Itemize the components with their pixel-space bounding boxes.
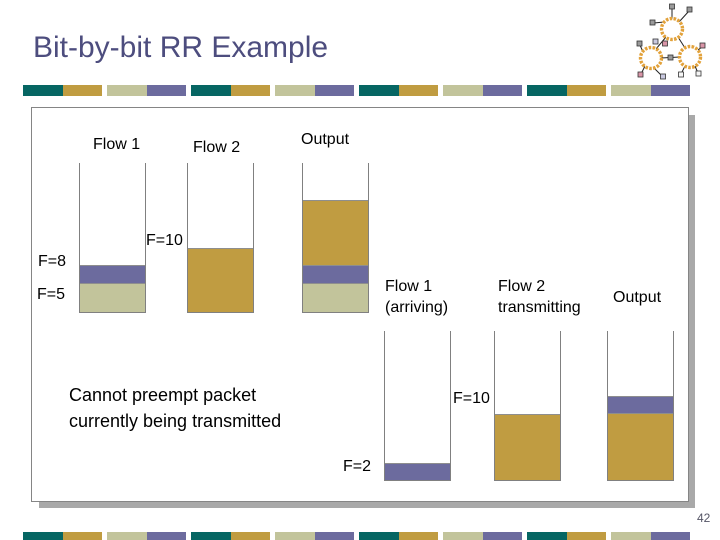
band-stripe-teal xyxy=(359,85,399,96)
stage1-flow1-queue xyxy=(79,163,146,313)
stage1-output-label: Output xyxy=(301,131,350,148)
packet-gold xyxy=(608,413,673,480)
stage2-f10-annotation: F=10 xyxy=(453,390,490,407)
content-panel: Flow 1 Flow 2 Output F=10 F=8 F=5 Flow 1… xyxy=(31,107,689,502)
band-stripe-beige xyxy=(443,532,483,540)
band-stripe-teal xyxy=(527,532,567,540)
band-stripe-beige xyxy=(275,85,315,96)
band-stripe-purple xyxy=(650,532,690,540)
packet-beige xyxy=(80,283,145,312)
band-stripe-beige xyxy=(443,85,483,96)
stage2-flow2-label-line2: transmitting xyxy=(498,299,581,316)
bottom-color-band xyxy=(23,532,691,540)
band-stripe-beige xyxy=(275,532,315,540)
stage1-flow2-queue xyxy=(187,163,254,313)
band-stripe-teal xyxy=(23,85,63,96)
stage1-f5-annotation: F=5 xyxy=(37,286,66,303)
band-stripe-gold xyxy=(566,85,606,96)
stage1-flow1-label: Flow 1 xyxy=(93,136,141,153)
stage2-flow1-queue xyxy=(384,331,451,481)
note-line1: Cannot preempt packet xyxy=(69,385,257,405)
packet-gold xyxy=(303,200,368,265)
stage2-flow1-label: Flow 1 (arriving) xyxy=(385,276,448,318)
band-stripe-purple xyxy=(146,85,186,96)
packet-purple xyxy=(303,265,368,283)
packet-purple xyxy=(80,265,145,283)
note-line2: currently being transmitted xyxy=(69,411,282,431)
band-stripe-gold xyxy=(398,85,438,96)
band-stripe-beige xyxy=(611,85,651,96)
network-diagram-icon xyxy=(636,3,706,80)
band-stripe-gold xyxy=(230,532,270,540)
band-stripe-gold xyxy=(398,532,438,540)
band-stripe-teal xyxy=(191,85,231,96)
stage2-flow2-label-line1: Flow 2 xyxy=(498,278,546,295)
band-stripe-gold xyxy=(62,532,102,540)
stage2-flow2-label: Flow 2 transmitting xyxy=(498,276,581,318)
band-stripe-gold xyxy=(62,85,102,96)
stage2-f2-annotation: F=2 xyxy=(343,458,372,475)
band-stripe-gold xyxy=(230,85,270,96)
band-stripe-purple xyxy=(314,85,354,96)
band-stripe-teal xyxy=(23,532,63,540)
band-stripe-purple xyxy=(482,85,522,96)
stage2-flow2-queue xyxy=(494,331,561,481)
stage1-flow2-label: Flow 2 xyxy=(193,139,241,156)
band-stripe-teal xyxy=(359,532,399,540)
note-text: Cannot preempt packet currently being tr… xyxy=(69,382,281,434)
page-title: Bit-by-bit RR Example xyxy=(33,31,329,64)
band-stripe-beige xyxy=(107,532,147,540)
band-stripe-beige xyxy=(611,532,651,540)
packet-purple xyxy=(608,396,673,413)
packet-purple xyxy=(385,463,450,480)
page-number: 42 xyxy=(697,511,711,525)
stage1-output-queue xyxy=(302,163,369,313)
stage2-flow1-label-line2: (arriving) xyxy=(385,299,449,316)
stage1-f8-annotation: F=8 xyxy=(38,253,67,270)
packet-gold xyxy=(495,414,560,480)
top-color-band xyxy=(23,85,691,96)
band-stripe-teal xyxy=(191,532,231,540)
stage1-f10-annotation: F=10 xyxy=(146,232,183,249)
band-stripe-purple xyxy=(482,532,522,540)
band-stripe-gold xyxy=(566,532,606,540)
stage2-output-queue xyxy=(607,331,674,481)
band-stripe-purple xyxy=(650,85,690,96)
stage2-flow1-label-line1: Flow 1 xyxy=(385,278,433,295)
band-stripe-purple xyxy=(314,532,354,540)
band-stripe-beige xyxy=(107,85,147,96)
packet-beige xyxy=(303,283,368,312)
stage2-output-label: Output xyxy=(613,289,662,306)
band-stripe-teal xyxy=(527,85,567,96)
band-stripe-purple xyxy=(146,532,186,540)
packet-gold xyxy=(188,248,253,312)
